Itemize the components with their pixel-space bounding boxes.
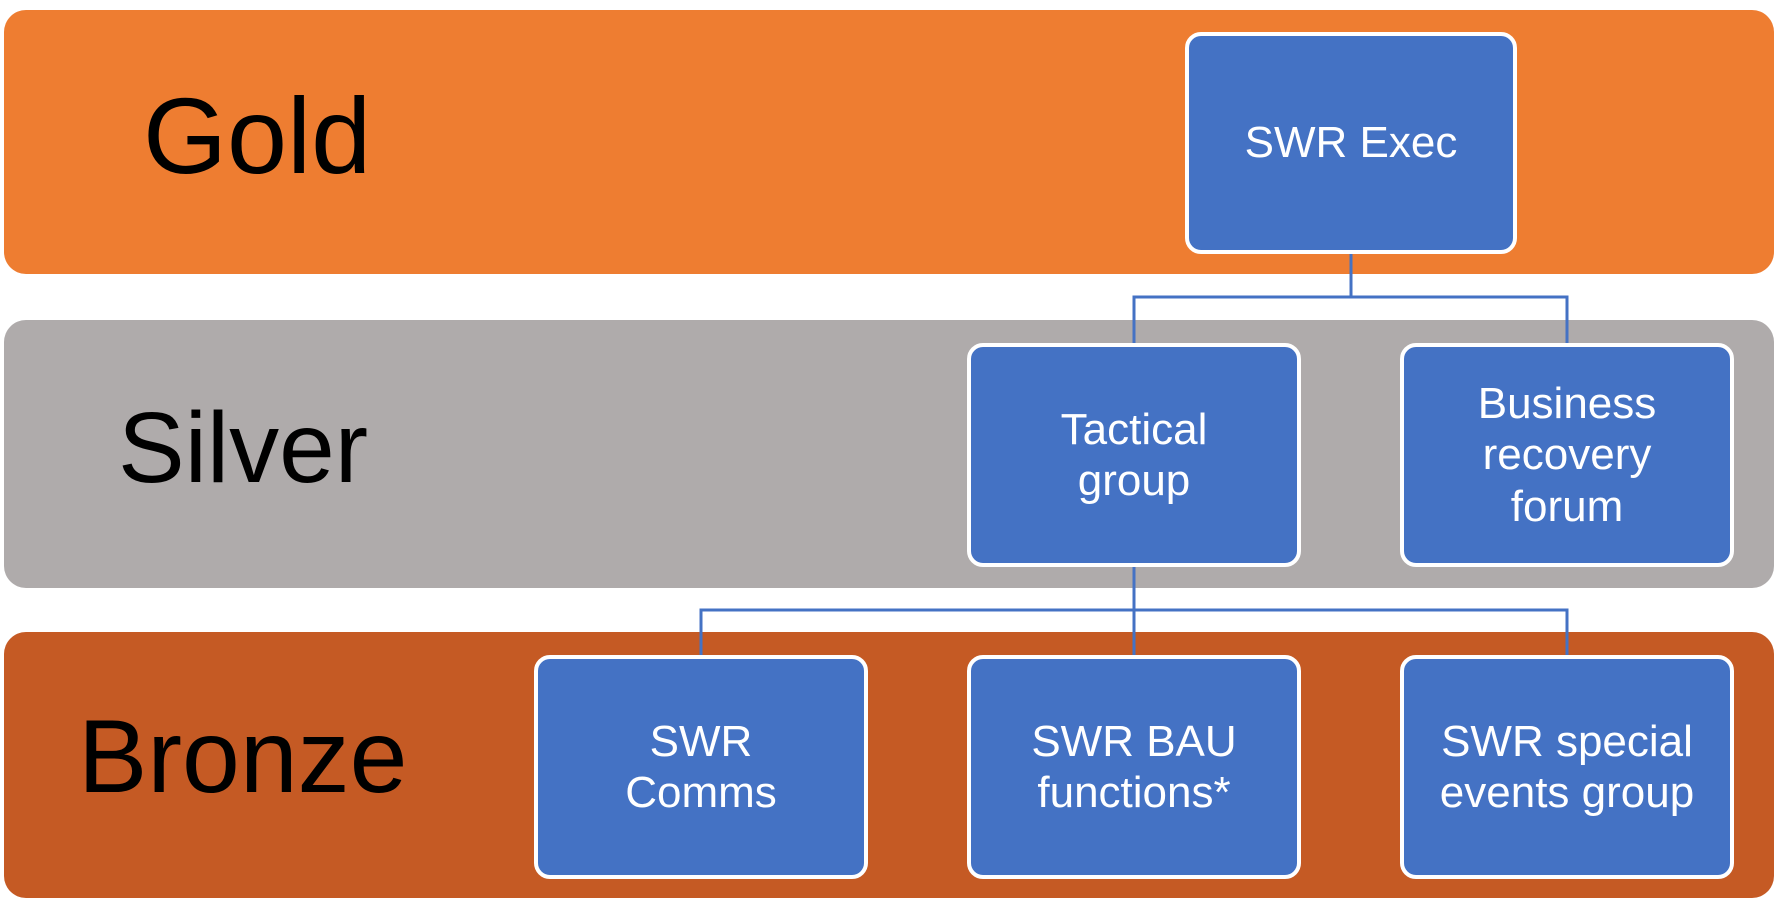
node-swr-comms: SWR Comms xyxy=(534,655,868,879)
node-swr-bau-functions: SWR BAU functions* xyxy=(967,655,1301,879)
node-swr-special-events-group: SWR special events group xyxy=(1400,655,1734,879)
bronze-tier-label: Bronze xyxy=(78,699,408,815)
node-tactical-group: Tactical group xyxy=(967,343,1301,567)
node-business-recovery-forum: Business recovery forum xyxy=(1400,343,1734,567)
node-swr-comms-label: SWR Comms xyxy=(625,716,777,817)
node-swr-exec-label: SWR Exec xyxy=(1244,118,1458,168)
node-swr-bau-functions-label: SWR BAU functions* xyxy=(1031,716,1237,817)
node-business-recovery-forum-label: Business recovery forum xyxy=(1477,379,1657,531)
node-swr-special-events-group-label: SWR special events group xyxy=(1439,716,1695,817)
silver-tier-label: Silver xyxy=(118,392,369,504)
node-tactical-group-label: Tactical group xyxy=(1060,404,1208,505)
node-swr-exec: SWR Exec xyxy=(1185,32,1517,254)
gold-tier-label: Gold xyxy=(143,75,372,196)
